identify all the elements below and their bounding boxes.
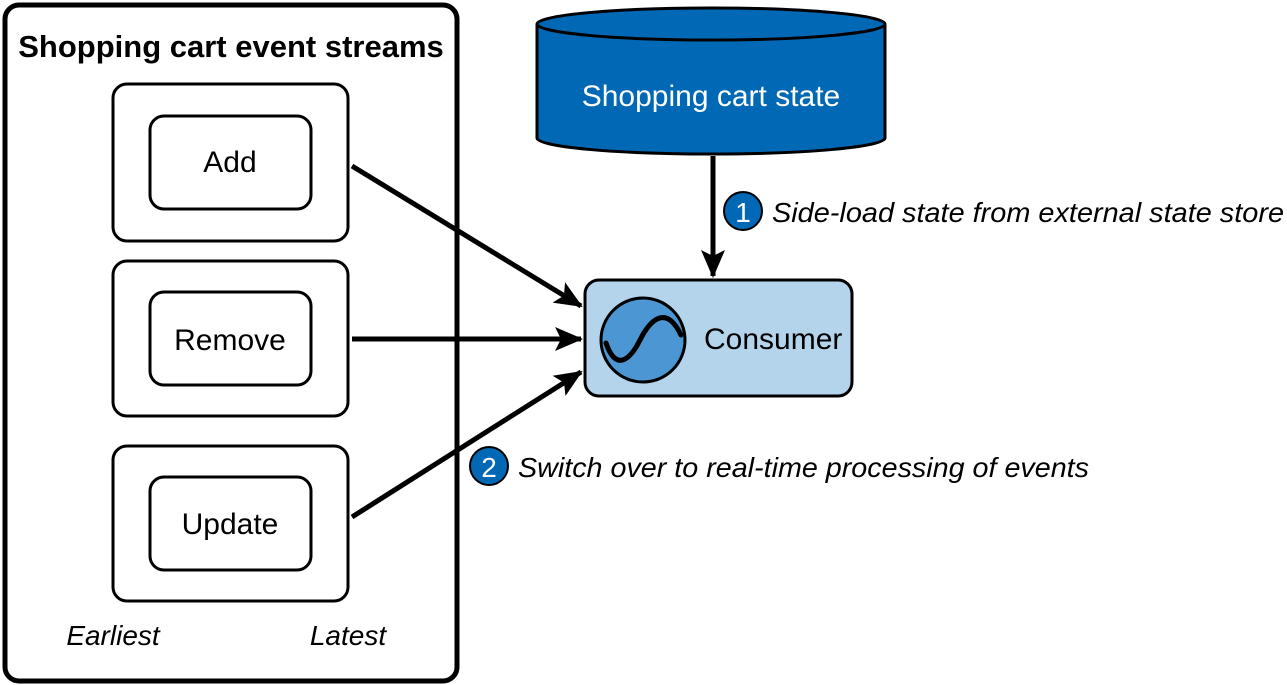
step-1: 1 Side-load state from external state st…: [723, 191, 1284, 231]
arrow-update-to-consumer: [350, 369, 583, 520]
stream-remove-event: [148, 290, 313, 387]
stream-remove-label: Remove: [174, 324, 286, 357]
stream-update-label: Update: [182, 508, 279, 541]
consumer: Consumer: [583, 278, 854, 398]
latest-label: Latest: [310, 620, 387, 651]
container-title: Shopping cart event streams: [18, 29, 444, 64]
wave-icon: [599, 296, 687, 384]
earliest-label: Earliest: [66, 620, 161, 651]
arrow-add-to-consumer: [350, 163, 583, 309]
stream-add-event: [148, 114, 313, 211]
state-store-label: Shopping cart state: [582, 80, 841, 113]
step-1-number: 1: [735, 197, 751, 228]
step-2-text: Switch over to real-time processing of e…: [518, 452, 1089, 483]
stream-add-label: Add: [203, 146, 256, 179]
shopping-cart-state-store: Shopping cart state: [535, 6, 887, 156]
step-1-text: Side-load state from external state stor…: [772, 197, 1284, 228]
step-2: 2 Switch over to real-time processing of…: [469, 446, 1089, 486]
state-store-body: [535, 24, 887, 156]
step-2-number: 2: [481, 452, 497, 483]
step-1-badge: [723, 191, 763, 231]
consumer-label: Consumer: [704, 323, 842, 356]
state-store-top: [535, 6, 887, 42]
stream-update: Update: [111, 444, 350, 603]
stream-remove: Remove: [111, 259, 350, 418]
stream-update-event: [148, 475, 313, 572]
stream-add: Add: [111, 82, 350, 243]
step-2-badge: [469, 446, 509, 486]
event-streams-container: Shopping cart event streams Add Remove U…: [2, 2, 460, 684]
